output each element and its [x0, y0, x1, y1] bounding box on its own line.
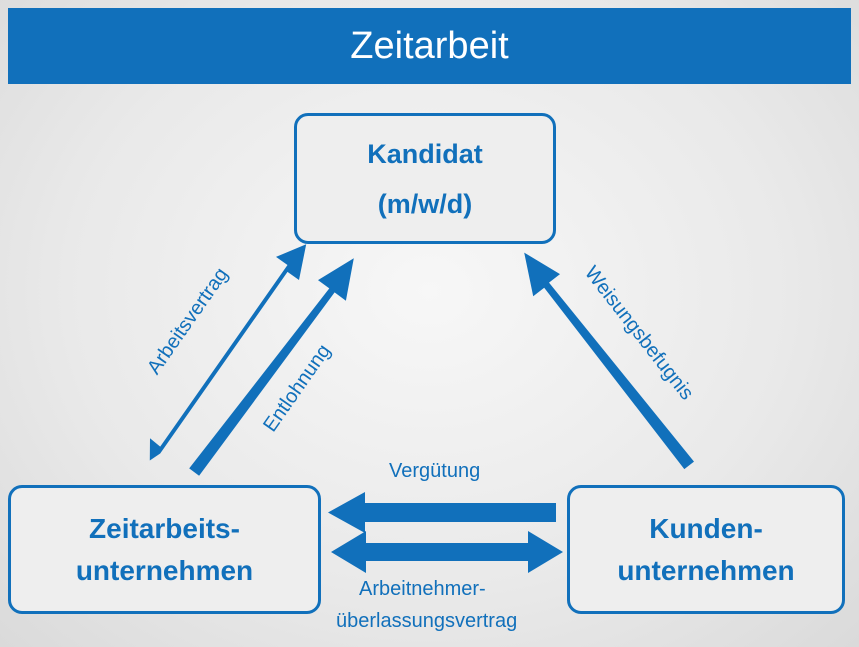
node-kundenunternehmen-line1: Kunden- — [649, 512, 763, 544]
node-kandidat-line1: Kandidat — [367, 138, 483, 169]
label-ueberlassung-line1: Arbeitnehmer- — [359, 578, 486, 600]
arrow-weisungsbefugnis — [524, 252, 694, 470]
node-zeitarbeitsunternehmen: Zeitarbeits- unternehmen — [8, 485, 321, 614]
arrow-entlohnung — [189, 258, 354, 476]
node-kundenunternehmen-line2: unternehmen — [617, 554, 795, 586]
title-bar: Zeitarbeit — [8, 8, 851, 84]
label-verguetung: Vergütung — [389, 460, 481, 482]
arrow-ueberlassungsvertrag — [331, 531, 563, 573]
arrow-verguetung — [328, 492, 556, 533]
label-ueberlassung-line2: überlassungsvertrag — [336, 610, 518, 632]
node-kandidat-line2: (m/w/d) — [377, 188, 473, 219]
page-title: Zeitarbeit — [350, 24, 509, 67]
node-zeitarbeitsunternehmen-line1: Zeitarbeits- — [89, 512, 240, 544]
arrow-arbeitsvertrag — [149, 244, 307, 461]
node-zeitarbeitsunternehmen-line2: unternehmen — [75, 554, 254, 586]
node-kundenunternehmen: Kunden- unternehmen — [567, 485, 845, 614]
node-kandidat: Kandidat (m/w/d) — [294, 113, 556, 244]
